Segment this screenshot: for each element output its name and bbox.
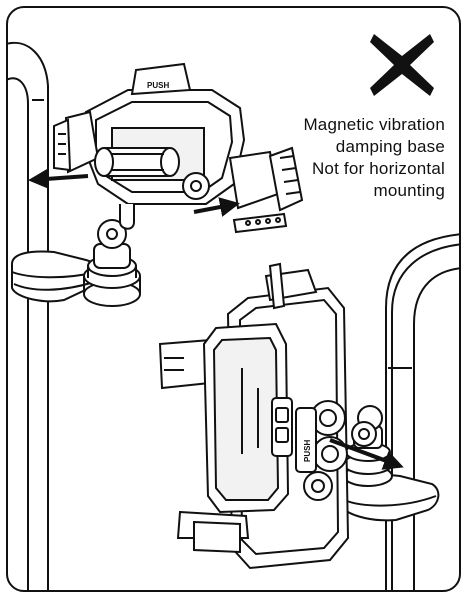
- arrow-lower: [329, 438, 404, 470]
- mount-illustration: PUSH: [8, 41, 459, 590]
- cross-icon: [370, 34, 434, 96]
- caption-line-1: Magnetic vibration: [303, 115, 445, 134]
- caption-line-4: mounting: [373, 181, 445, 200]
- top-phone-holder: PUSH: [53, 62, 304, 234]
- warning-caption: Magnetic vibration damping base Not for …: [303, 114, 445, 202]
- top-push-label: PUSH: [147, 81, 169, 90]
- lower-push-label: PUSH: [303, 440, 312, 462]
- left-handlebar: [8, 41, 49, 590]
- instruction-frame: PUSH: [6, 6, 461, 592]
- caption-line-2: damping base: [335, 137, 445, 156]
- lower-phone-holder: PUSH: [158, 262, 377, 570]
- caption-line-3: Not for horizontal: [311, 159, 445, 178]
- left-ball-stack: [83, 219, 141, 307]
- right-handlebar: [385, 233, 459, 590]
- arrow-right: [193, 197, 240, 217]
- arrow-left: [28, 168, 89, 189]
